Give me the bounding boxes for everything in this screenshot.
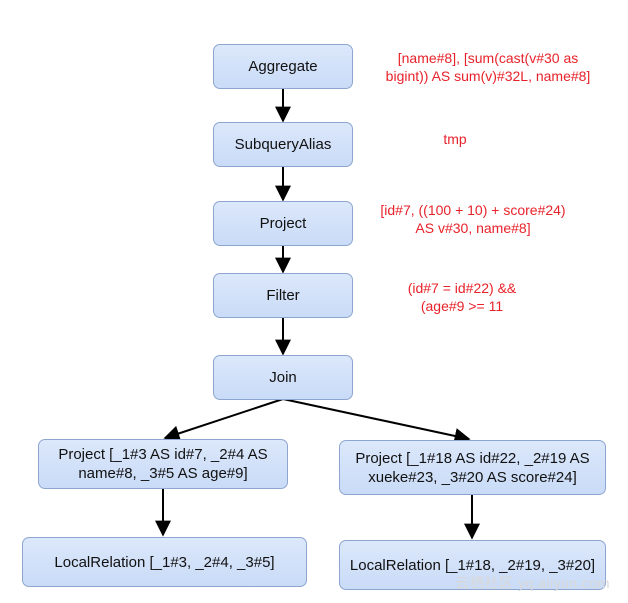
edge-join-project-left bbox=[163, 398, 284, 442]
annotation-filter: (id#7 = id#22) && (age#9 >= 11 bbox=[407, 280, 517, 314]
node-local-relation-right: LocalRelation [_1#18, _2#19, _3#20] bbox=[339, 540, 606, 590]
node-project-right: Project [_1#18 AS id#22, _2#19 AS xueke#… bbox=[339, 440, 606, 495]
node-aggregate: Aggregate bbox=[213, 44, 353, 89]
annotation-project: [id#7, ((100 + 10) + score#24) AS v#30, … bbox=[380, 202, 566, 236]
edge-join-project-right bbox=[282, 398, 471, 444]
watermark: 云栖社区 yq.aliyun.com bbox=[455, 575, 610, 591]
node-filter: Filter bbox=[213, 273, 353, 318]
annotation-subquery-alias: tmp bbox=[443, 131, 467, 147]
node-project-left: Project [_1#3 AS id#7, _2#4 AS name#8, _… bbox=[38, 439, 288, 489]
node-join: Join bbox=[213, 355, 353, 400]
node-subquery-alias: SubqueryAlias bbox=[213, 122, 353, 167]
node-local-relation-left: LocalRelation [_1#3, _2#4, _3#5] bbox=[22, 537, 307, 587]
annotation-aggregate: [name#8], [sum(cast(v#30 as bigint)) AS … bbox=[385, 50, 591, 84]
node-project: Project bbox=[213, 201, 353, 246]
